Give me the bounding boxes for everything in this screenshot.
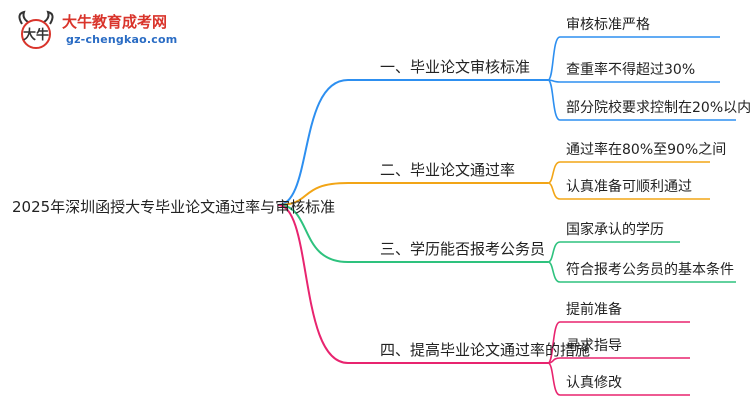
- branch-to-leaf-edge: [547, 36, 561, 81]
- branch-node-label: 四、提高毕业论文通过率的措施: [380, 341, 590, 359]
- leaf-node-label: 部分院校要求控制在20%以内: [566, 99, 750, 116]
- leaf-node-label: 查重率不得超过30%: [566, 61, 695, 78]
- mindmap-nodes: 2025年深圳函授大专毕业论文通过率与审核标准 一、毕业论文审核标准 审核标准严格查…: [12, 17, 750, 391]
- site-logo[interactable]: 大牛 大牛教育成考网 gz-chengkao.com: [14, 8, 214, 54]
- mindmap-edges: [277, 36, 736, 396]
- branch-to-leaf-edge: [547, 321, 561, 364]
- branch-node-label: 二、毕业论文通过率: [380, 161, 515, 179]
- leaf-node-label: 认真准备可顺利通过: [566, 178, 692, 195]
- leaf-node-label: 认真修改: [566, 375, 622, 391]
- bull-logo-icon: 大牛: [18, 10, 54, 49]
- leaf-node-label: 寻求指导: [566, 338, 622, 354]
- logo-title: 大牛教育成考网: [62, 13, 168, 31]
- branch-to-leaf-edge: [547, 362, 561, 396]
- root-to-branch-edge: [277, 79, 349, 206]
- leaf-node-label: 国家承认的学历: [566, 221, 664, 238]
- branch-to-leaf-edge: [547, 182, 561, 200]
- leaf-node-label: 审核标准严格: [566, 17, 650, 33]
- root-to-branch-edge: [277, 182, 349, 206]
- logo-mark-text: 大牛: [23, 27, 49, 43]
- branch-to-leaf-edge: [547, 161, 561, 184]
- root-node-label: 2025年深圳函授大专毕业论文通过率与审核标准: [12, 198, 335, 216]
- leaf-node-label: 通过率在80%至90%之间: [566, 141, 726, 158]
- leaf-node-label: 符合报考公务员的基本条件: [566, 261, 734, 278]
- logo-url: gz-chengkao.com: [66, 33, 178, 46]
- branch-node-label: 一、毕业论文审核标准: [380, 58, 530, 76]
- branch-to-leaf-edge: [547, 241, 561, 263]
- branch-node-label: 三、学历能否报考公务员: [380, 240, 545, 258]
- leaf-node-label: 提前准备: [566, 301, 622, 318]
- root-to-branch-edge: [277, 204, 349, 263]
- branch-to-leaf-edge: [547, 261, 561, 283]
- root-to-branch-edge: [277, 204, 349, 364]
- branch-to-leaf-edge: [547, 79, 561, 121]
